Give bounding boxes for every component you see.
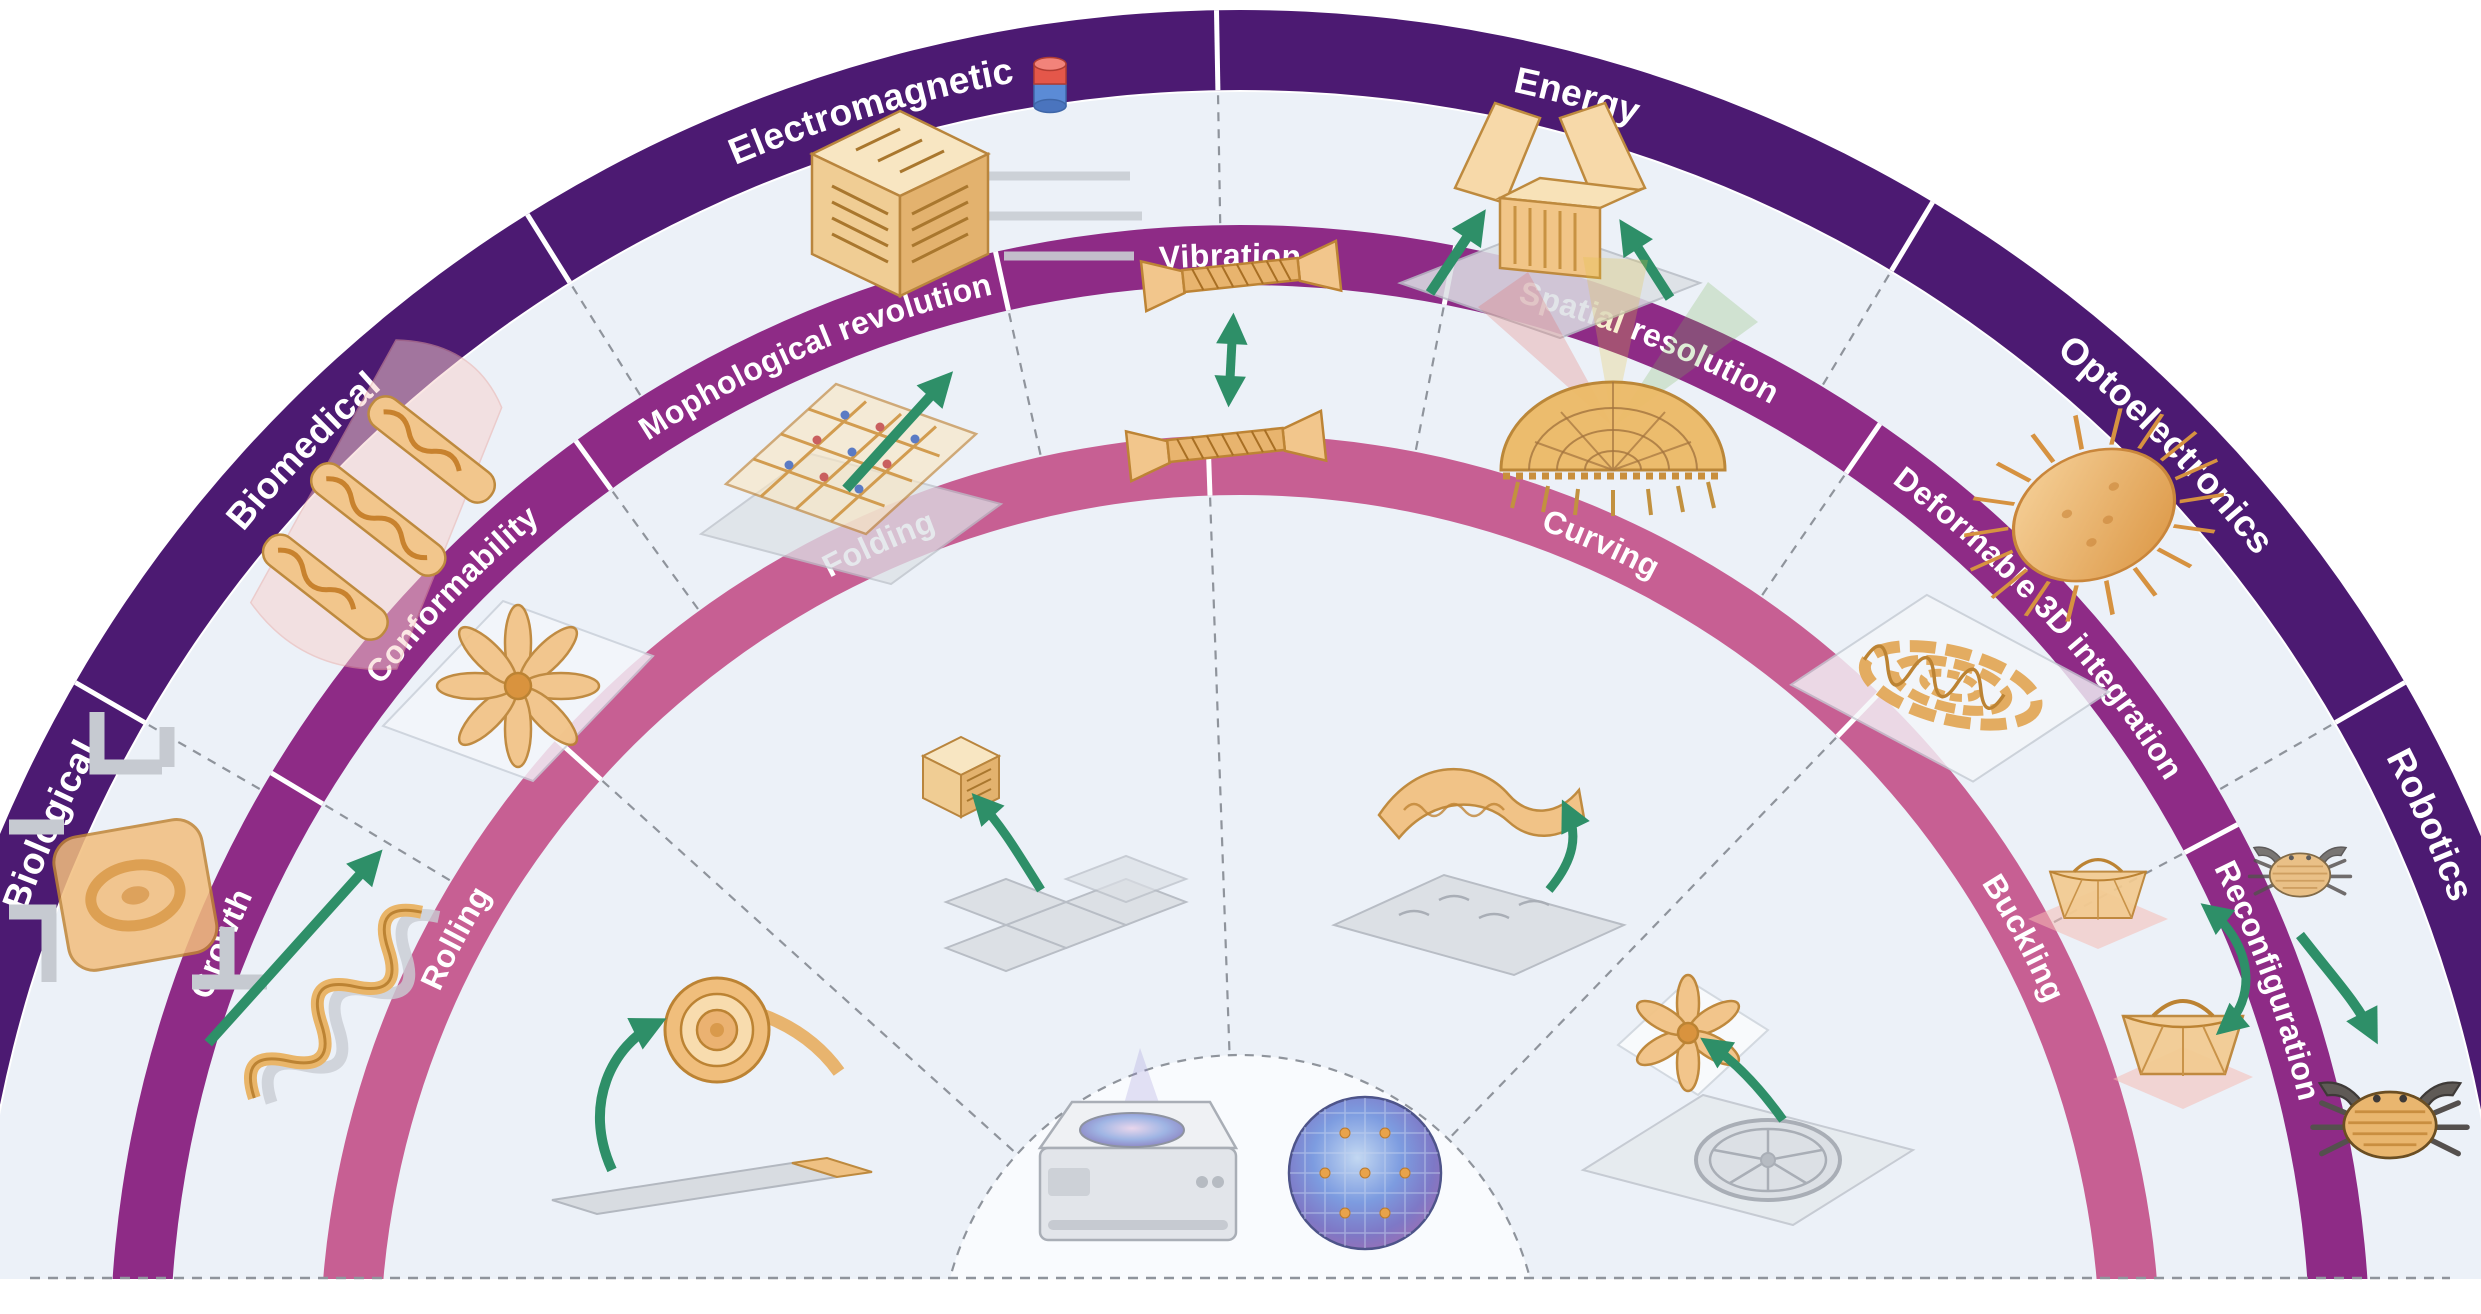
illustration-electromagnetic-antenna-chip-icon [809, 56, 1142, 298]
illustration-center-fabrication-equipment [1037, 1048, 1443, 1251]
zones-background [0, 92, 2481, 1314]
illustration-rolling-coil-icon [551, 976, 873, 1216]
illustration-biomedical-nerve-cuff-icon [249, 339, 503, 671]
illustration-robotics-crab-robots-icon [2247, 845, 2467, 1158]
wafer-disc-icon [1287, 1095, 1443, 1251]
lithography-tool-icon [1037, 1100, 1239, 1242]
illustration-deformable-3d-ribbon-icon [1789, 593, 2111, 783]
inner-zone-dividers [601, 497, 1837, 1152]
illustration-morphological-mesh-icon [698, 371, 1004, 586]
capacitor-cylinder-icon [1033, 56, 1067, 114]
illustration-spatial-resolution-dome-icon [1478, 257, 1758, 516]
illustration-folding-cube-net-icon [920, 735, 1189, 973]
illustration-conformability-petal-wheel-icon [381, 599, 655, 783]
baseline-mask [0, 1279, 2481, 1314]
illustration-biological-cell-scaffold-icon [9, 712, 267, 990]
illustration-energy-harvester-icon [1397, 101, 1703, 340]
illustration-growth-serpentine-icon [204, 849, 441, 1105]
illustration-optoelectronics-compound-eye-icon [1964, 408, 2224, 622]
illustration-buckling-petals-icon [1580, 973, 1916, 1227]
illustration-vibration-resonators-icon [1124, 239, 1343, 483]
illustration-curving-sheet-icon [1331, 768, 1627, 977]
illustration-reconfiguration-baskets-icon [2028, 857, 2253, 1109]
outer-ring-segment-dividers [74, 10, 2407, 725]
